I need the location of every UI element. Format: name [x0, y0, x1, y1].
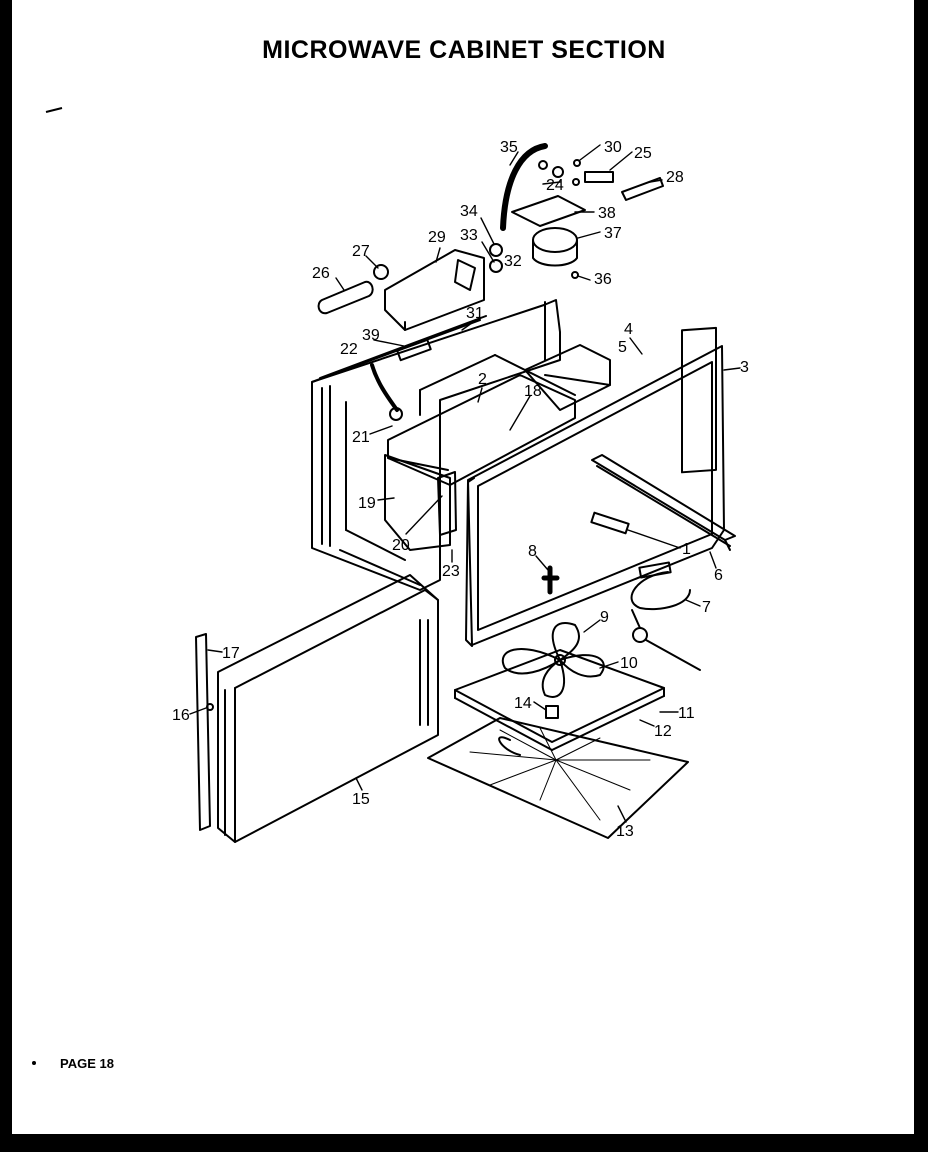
callout-30: 30	[604, 139, 622, 156]
top-panel	[384, 249, 485, 331]
callout-8: 8	[528, 543, 537, 560]
callout-24: 24	[546, 177, 564, 194]
callout-31: 31	[466, 305, 484, 322]
sensor	[590, 511, 630, 535]
callout-14: 14	[514, 695, 532, 712]
callout-9: 9	[600, 609, 609, 626]
callout-37: 37	[604, 225, 622, 242]
callout-39: 39	[362, 327, 380, 344]
callout-4: 4	[624, 321, 633, 338]
cord	[500, 143, 548, 231]
page-number: PAGE 18	[60, 1056, 114, 1071]
tray	[427, 717, 689, 839]
fitting	[541, 565, 560, 595]
callout-36: 36	[594, 271, 612, 288]
callout-3: 3	[740, 359, 749, 376]
hinge-strip	[195, 633, 214, 831]
callout-38: 38	[598, 205, 616, 222]
callout-16: 16	[172, 707, 190, 724]
knob	[317, 280, 374, 315]
cabinet-wrapper	[311, 299, 561, 591]
callout-22: 22	[340, 341, 358, 358]
fan-blade	[502, 622, 605, 698]
callout-21: 21	[352, 429, 370, 446]
door	[217, 574, 439, 843]
callout-10: 10	[620, 655, 638, 672]
motor	[532, 227, 578, 267]
callout-7: 7	[702, 599, 711, 616]
callout-34: 34	[460, 203, 478, 220]
rod	[591, 454, 736, 551]
pin-part	[621, 177, 664, 201]
callout-labels: 35 30 25 24 28 34 38 37 33 32 36 27 29 2…	[172, 139, 749, 840]
callout-18: 18	[524, 383, 542, 400]
callout-6: 6	[714, 567, 723, 584]
callout-28: 28	[666, 169, 684, 186]
page-title: MICROWAVE CABINET SECTION	[262, 36, 666, 64]
inner-panel	[384, 454, 457, 551]
callout-26: 26	[312, 265, 330, 282]
callout-13: 13	[616, 823, 634, 840]
callout-17: 17	[222, 645, 240, 662]
rear-rail	[311, 319, 481, 383]
nut	[545, 705, 559, 719]
control-box	[524, 344, 611, 411]
fan-plate	[454, 649, 665, 756]
callout-35: 35	[500, 139, 518, 156]
callout-11: 11	[678, 705, 695, 722]
callout-25: 25	[634, 145, 652, 162]
callout-12: 12	[654, 723, 672, 740]
probe	[630, 561, 701, 671]
callout-33: 33	[460, 227, 478, 244]
mount-plate	[511, 195, 586, 227]
tube	[370, 363, 399, 412]
stray-mark	[45, 107, 63, 113]
clip-part	[584, 171, 614, 183]
callout-29: 29	[428, 229, 446, 246]
callout-23: 23	[442, 563, 460, 580]
callout-2: 2	[478, 371, 487, 388]
callout-19: 19	[358, 495, 376, 512]
callout-1: 1	[682, 541, 691, 558]
callout-5: 5	[618, 339, 627, 356]
callout-15: 15	[352, 791, 370, 808]
page-bullet	[32, 1061, 36, 1065]
callout-32: 32	[504, 253, 522, 270]
callout-27: 27	[352, 243, 370, 260]
callout-20: 20	[392, 537, 410, 554]
leader-lines	[189, 144, 741, 823]
diagram-sheet	[12, 0, 914, 1134]
